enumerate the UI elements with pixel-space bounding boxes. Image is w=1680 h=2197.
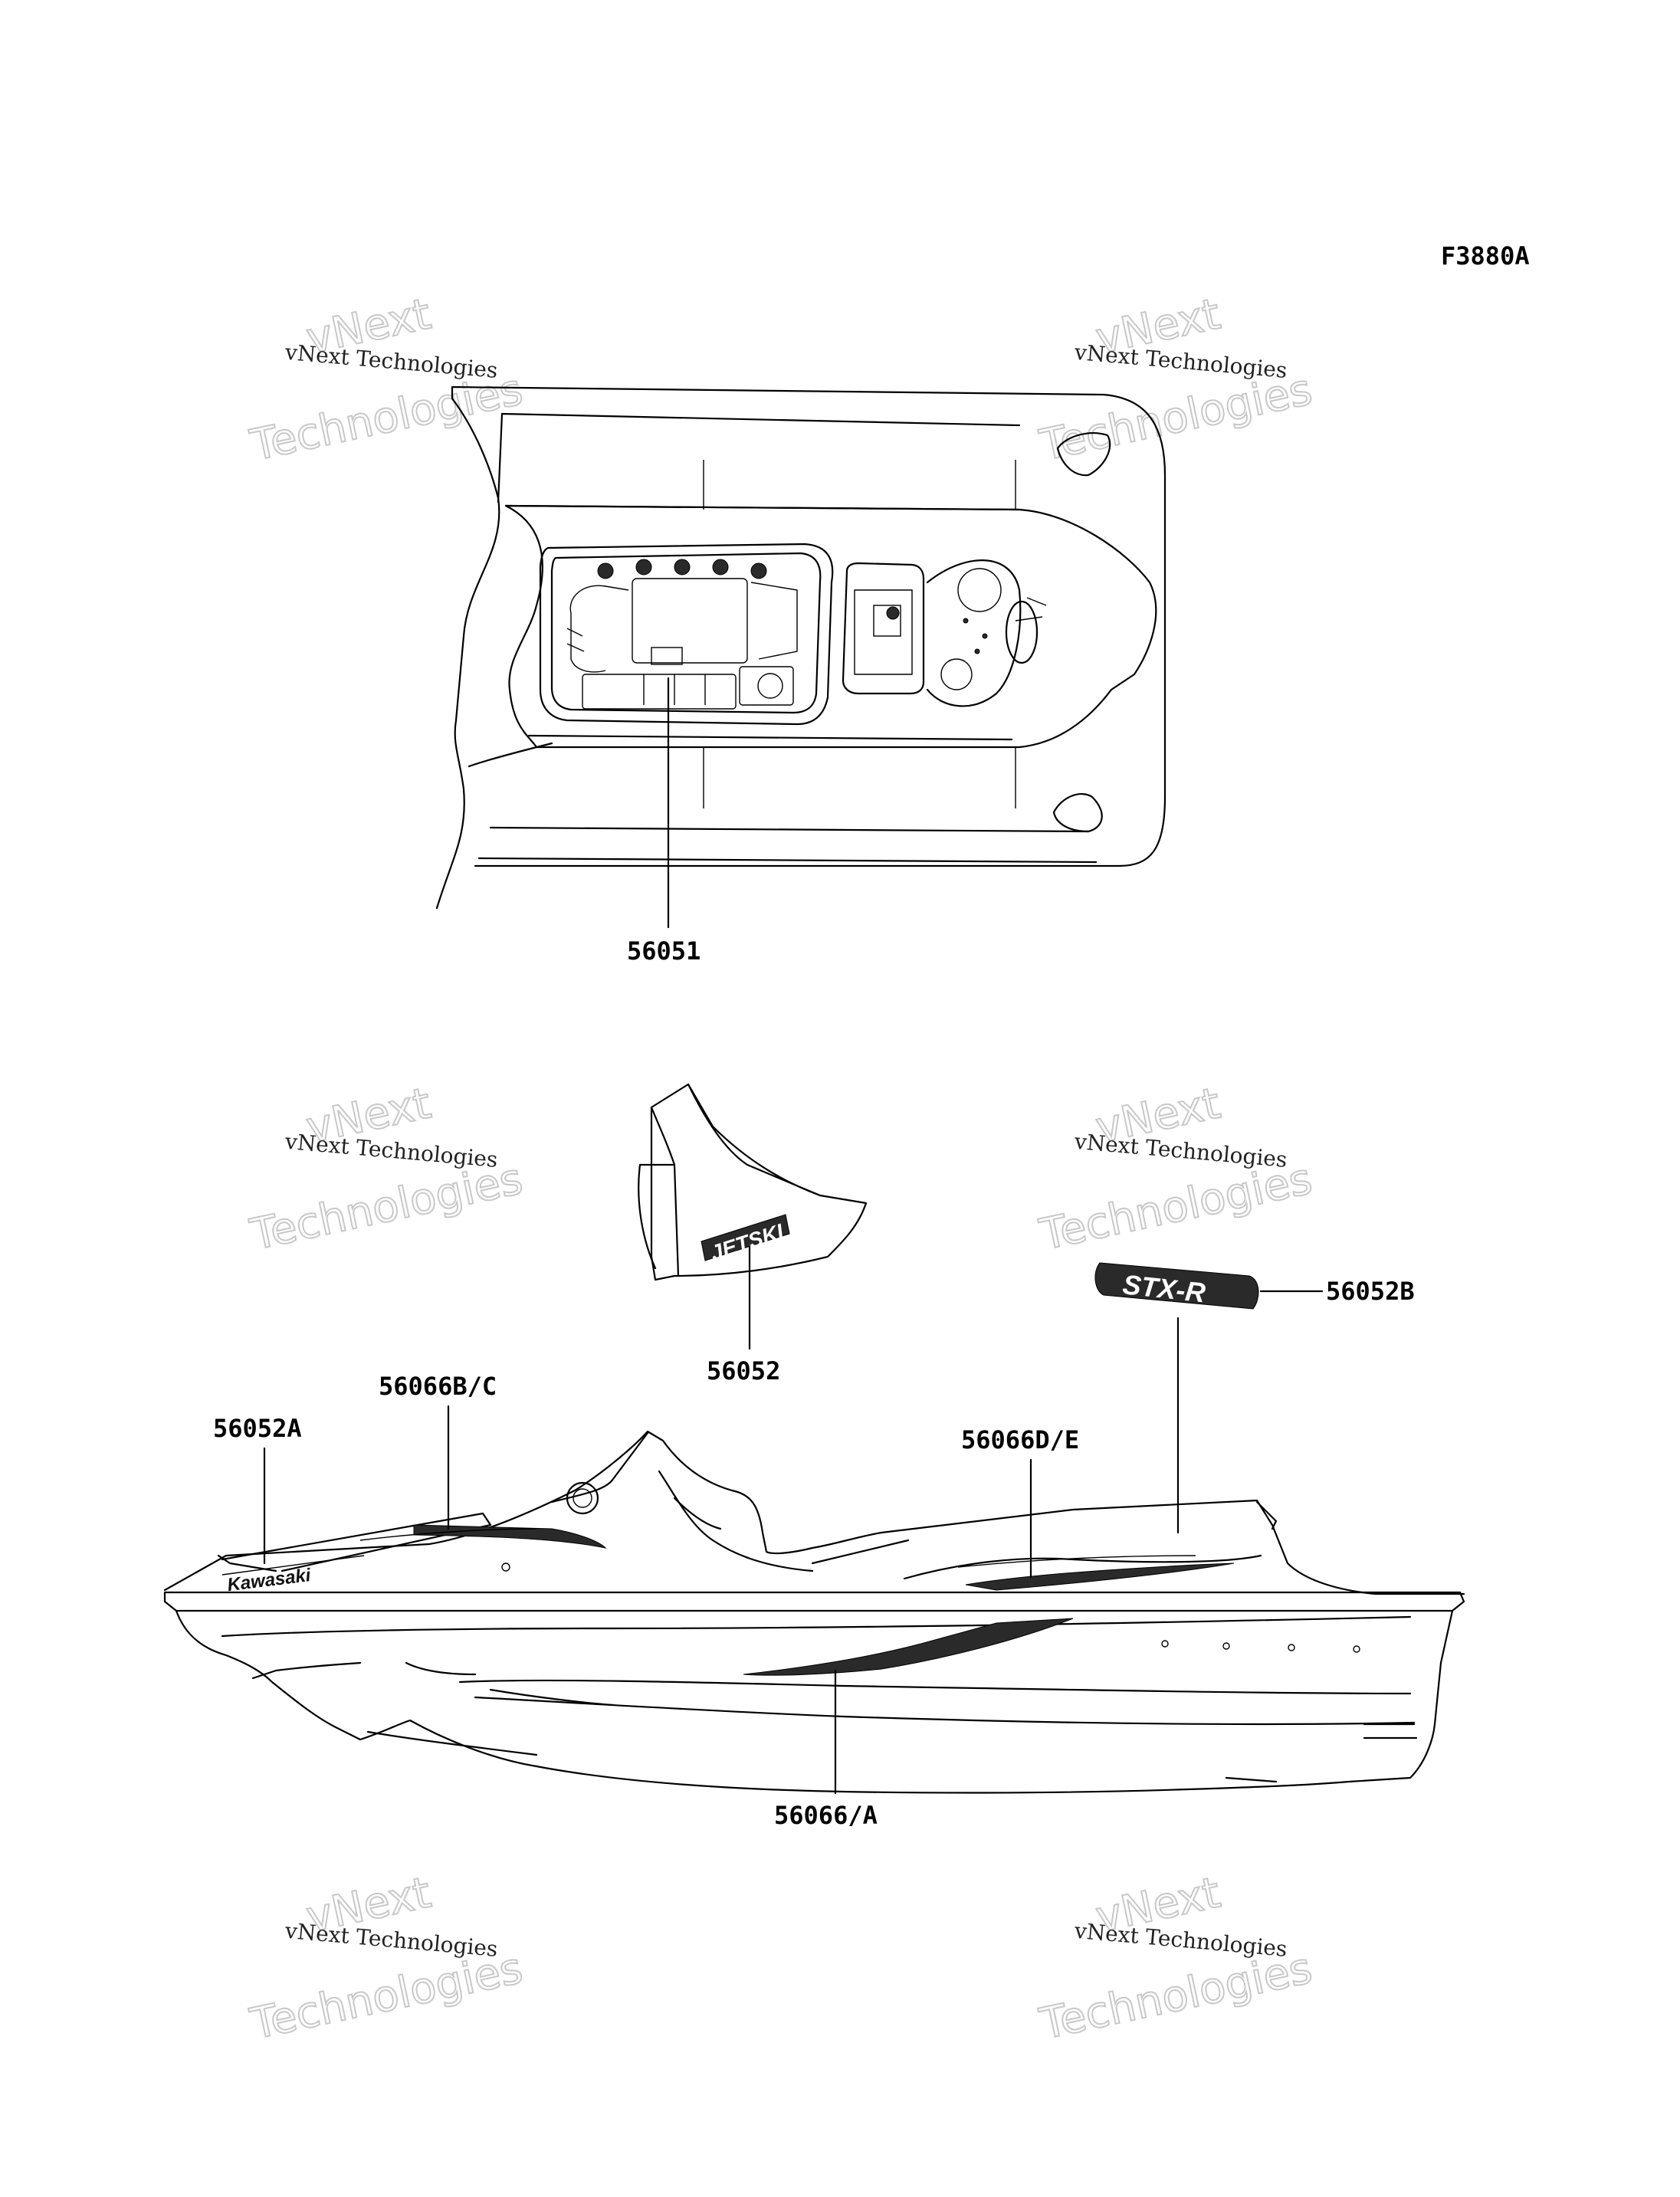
label-56052B: 56052B <box>1326 1277 1415 1306</box>
gunwale-rail <box>163 1591 1465 1612</box>
steering-mount <box>566 1481 599 1515</box>
engine-bay-opening <box>539 543 834 726</box>
deck-upper-line <box>163 1430 1465 1595</box>
deck-outline <box>435 385 1166 910</box>
watermark-bottom-right: vNext Technologies vNext Technologies <box>1035 1867 1317 2050</box>
label-56066DE: 56066D/E <box>961 1425 1079 1454</box>
figure-code: F3880A <box>1441 241 1530 271</box>
watermark-mid-right: vNext Technologies vNext Technologies <box>1035 1077 1317 1261</box>
hull-strake-lower <box>474 1696 1416 1726</box>
engine-block <box>566 559 798 710</box>
label-56066BC: 56066B/C <box>379 1372 497 1401</box>
hull-strake-upper <box>458 1679 1412 1695</box>
jetski-decal-illustration: JETSKI <box>638 1083 868 1281</box>
top-view-illustration <box>435 385 1166 910</box>
watermark-top-right: vNext Technologies vNext Technologies <box>1035 288 1317 471</box>
decal-56066BC-shape <box>413 1524 607 1549</box>
kawasaki-logo-text: Kawasaki <box>226 1565 313 1595</box>
stxr-decal-illustration: STX-R <box>1094 1262 1259 1310</box>
grab-handle-top <box>1056 432 1111 477</box>
bow-region <box>926 559 1047 707</box>
jetski-logo-text: JETSKI <box>707 1219 787 1265</box>
label-56052: 56052 <box>707 1356 780 1385</box>
grab-handle-bottom <box>1052 793 1103 833</box>
label-56066A: 56066/A <box>774 1801 878 1830</box>
label-56052A: 56052A <box>213 1414 302 1443</box>
side-view-illustration: Kawasaki <box>163 1430 1465 1794</box>
decal-56066A-shape <box>743 1618 1074 1676</box>
label-56051: 56051 <box>627 936 701 966</box>
watermark-top-left: vNext Technologies vNext Technologies <box>245 288 527 471</box>
storage-compartment <box>842 562 925 695</box>
watermark-mid-left: vNext Technologies vNext Technologies <box>245 1077 527 1261</box>
hull-outline <box>175 1609 1454 1794</box>
watermark-bottom-left: vNext Technologies vNext Technologies <box>245 1867 527 2050</box>
inner-gunwale <box>504 504 1157 749</box>
decal-56066DE-shape <box>965 1562 1235 1591</box>
